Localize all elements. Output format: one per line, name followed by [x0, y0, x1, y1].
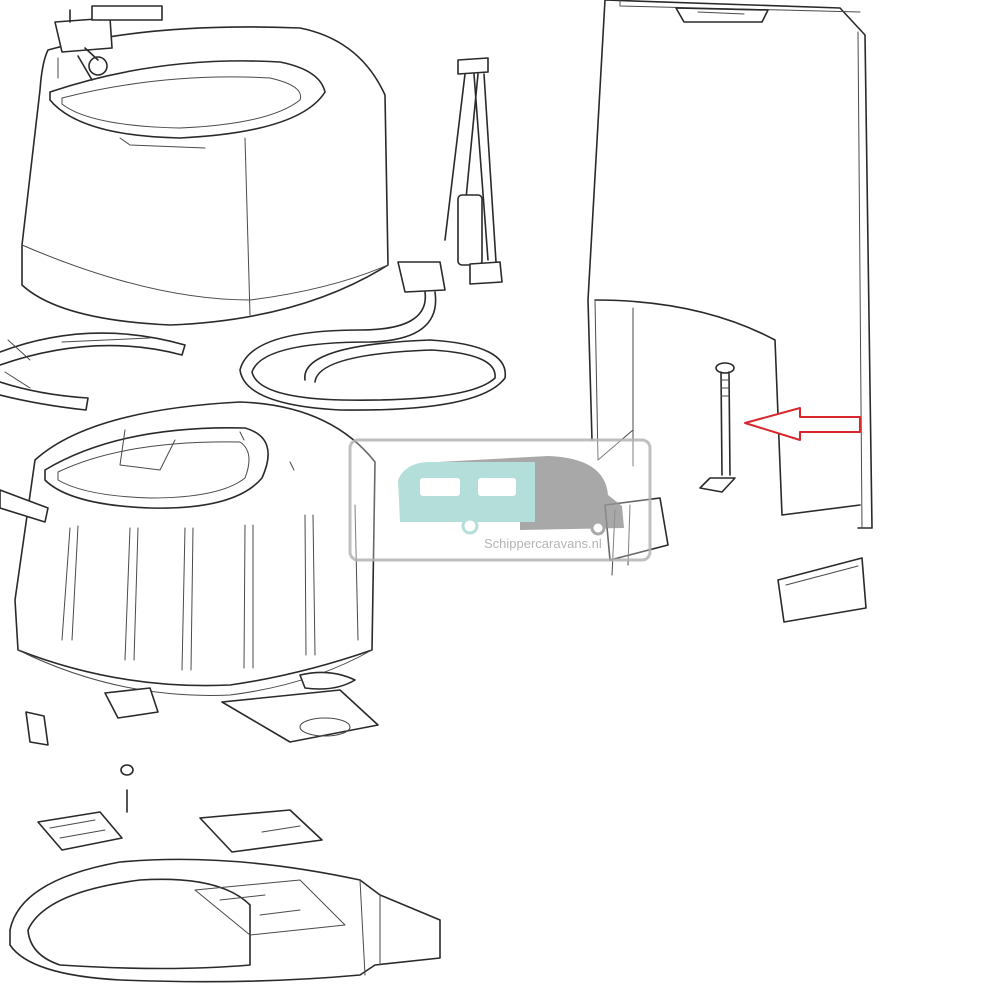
small-parts: [25, 671, 379, 851]
left-arrow-icon: [744, 407, 861, 441]
side-panel: [587, 0, 873, 529]
bowl-hinge-bracket: [54, 5, 163, 81]
seal-ring: [0, 332, 186, 411]
bowl-housing: [21, 26, 389, 326]
flush-pump: [397, 57, 503, 293]
flush-hose: [239, 291, 507, 411]
watermark-text: Schippercaravans.nl: [484, 536, 602, 551]
cassette-housing: [14, 401, 376, 696]
housing-ribs: [61, 504, 359, 671]
side-handle: [0, 489, 49, 523]
base-tray: [9, 809, 441, 983]
caravan-icon: [398, 462, 535, 535]
level-sensor-rod: [699, 362, 736, 493]
panel-cover-plate: [777, 557, 867, 623]
watermark: Schippercaravans.nl: [348, 438, 652, 562]
